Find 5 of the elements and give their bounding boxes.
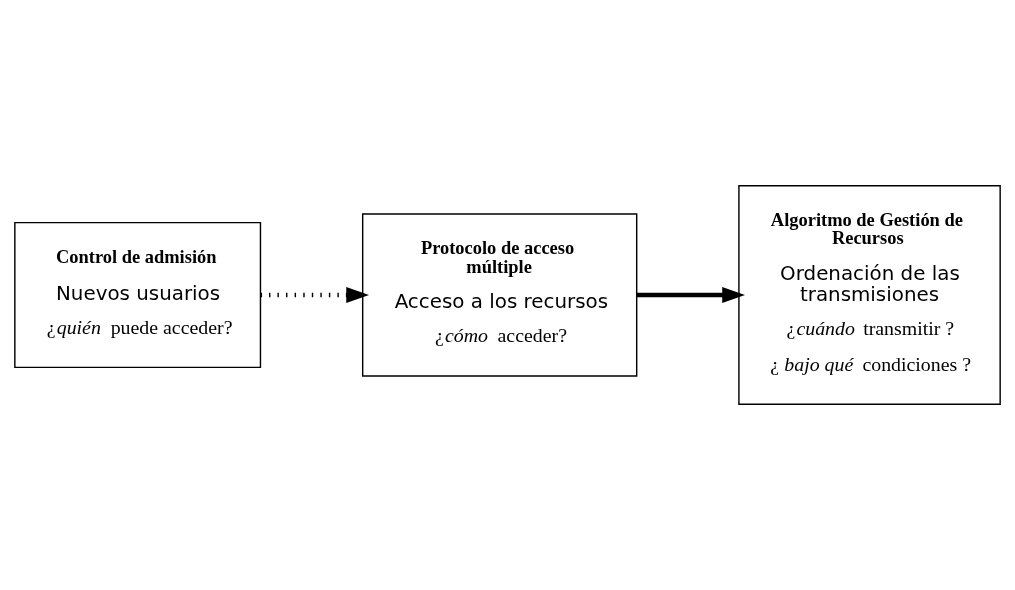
node-box: Protocolo de acceso múltiple Acceso a los recursos ¿cómo acceder? [362, 213, 638, 377]
node-box: Algoritmo de Gestión de Recursos Ordenación de las transmisiones ¿cuándo transmitir ? ¿ bajo qué condiciones ? [738, 184, 1001, 406]
arrow [260, 287, 370, 303]
arrow [636, 287, 745, 303]
node-box: Control de admisión Nuevos usuarios ¿quién puede acceder? [14, 221, 262, 369]
